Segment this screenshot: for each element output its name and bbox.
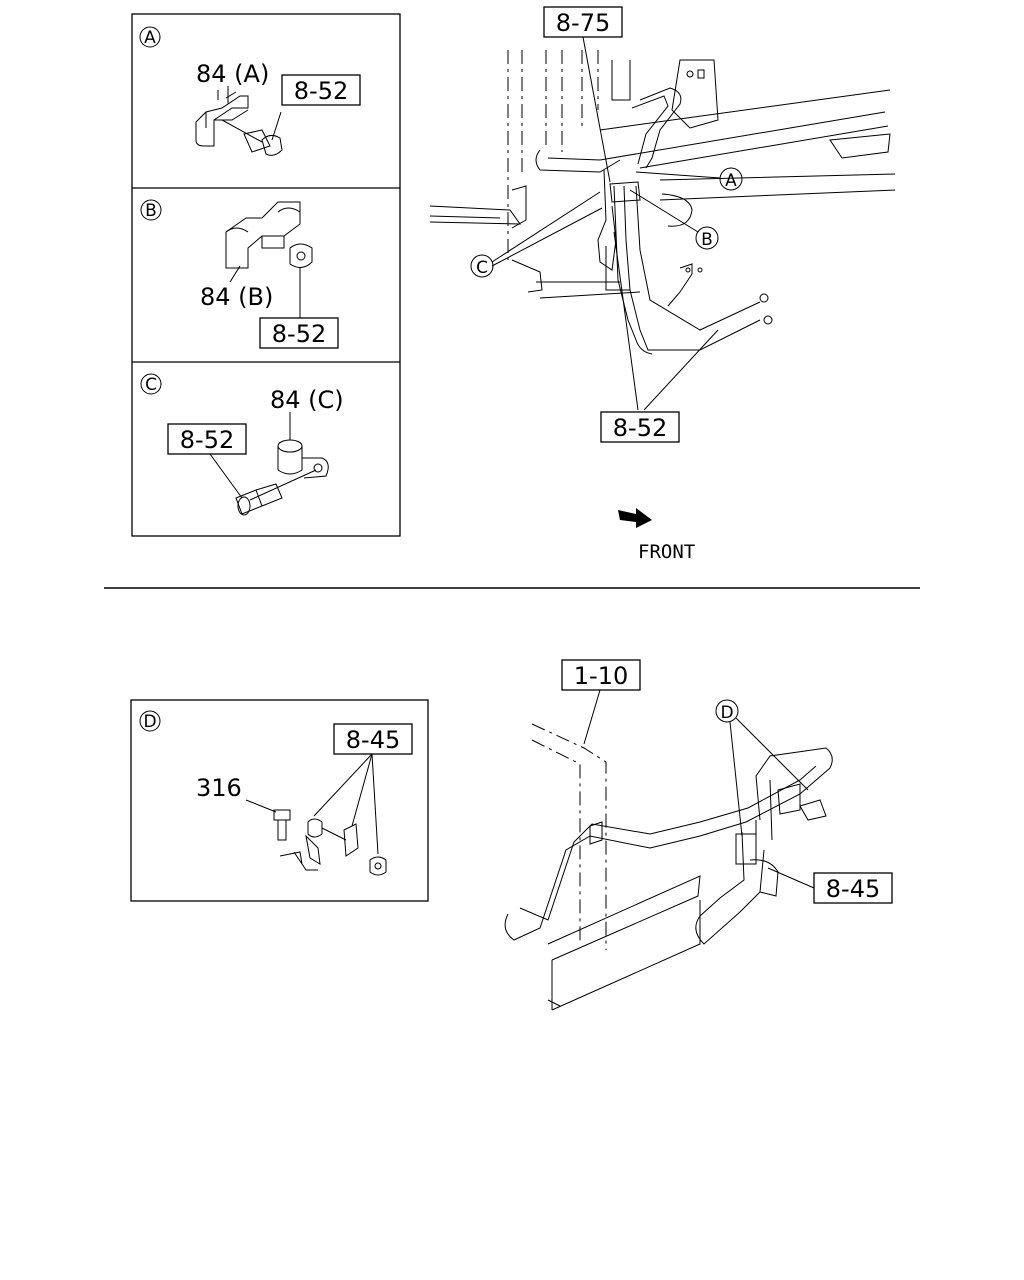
detail-a-marker-circle: [139, 26, 161, 48]
detail-c-ref-box: [167, 423, 247, 455]
clamp-c-drawing: [235, 439, 329, 516]
clamp-a-drawing: [195, 86, 283, 156]
lower-ref-right-box: [813, 872, 893, 904]
front-label: FRONT: [638, 541, 695, 563]
detail-b-marker: B: [145, 201, 157, 221]
lower-ref-top-text: 1-10: [574, 662, 628, 690]
detail-c-marker: C: [145, 375, 157, 395]
detail-b-ref-text: 8-52: [272, 320, 326, 348]
upper-ref-bottom-box: [600, 411, 680, 443]
lower-ref-right-text: 8-45: [826, 875, 880, 903]
clamp-d-drawing: [273, 809, 387, 876]
detail-a: A 84 (A) 8-52: [139, 26, 361, 156]
detail-c-ref-text: 8-52: [180, 426, 234, 454]
detail-b-marker-circle: [140, 199, 162, 221]
chassis-outline: [429, 50, 896, 299]
detail-b-ref-box: [259, 317, 339, 349]
detail-a-part-label: 84 (A): [196, 60, 269, 88]
lower-main-drawing: 1-10 D 8-45: [504, 659, 893, 1011]
ac-pipes: [504, 747, 833, 945]
detail-a-ref-text: 8-52: [294, 77, 348, 105]
detail-c-marker-circle: [140, 373, 162, 395]
detail-d-marker: D: [143, 712, 156, 732]
lower-callout-d: D: [720, 703, 733, 723]
frame-member: [531, 723, 701, 1011]
detail-a-marker: A: [144, 28, 156, 48]
front-arrow-icon: [618, 508, 652, 528]
detail-a-ref-box: [281, 74, 361, 106]
detail-d: D 8-45 316: [130, 699, 429, 902]
upper-callout-c: C: [476, 258, 488, 278]
hoses: [535, 87, 773, 355]
detail-d-marker-circle: [139, 710, 161, 732]
upper-ref-top-text: 8-75: [556, 9, 610, 37]
detail-b-part-label: 84 (B): [200, 283, 273, 311]
detail-panel-stack: [131, 13, 401, 537]
detail-d-bolt-label: 316: [196, 774, 242, 802]
upper-callout-a-circle: [719, 167, 743, 191]
upper-ref-bottom-text: 8-52: [613, 414, 667, 442]
clamp-b-drawing: [225, 201, 313, 269]
lower-ref-top-box: [561, 659, 641, 691]
detail-c-part-label: 84 (C): [270, 386, 344, 414]
detail-b: B 84 (B) 8-52: [140, 199, 339, 349]
upper-callout-b: B: [701, 230, 713, 250]
upper-callout-c-circle: [470, 254, 494, 278]
detail-d-ref-text: 8-45: [346, 726, 400, 754]
upper-main-drawing: 8-75: [429, 6, 896, 563]
lower-callout-d-circle: [715, 699, 739, 723]
detail-c: C 84 (C) 8-52: [140, 373, 344, 516]
upper-callout-b-circle: [695, 226, 719, 250]
upper-callout-a: A: [725, 171, 737, 191]
detail-d-ref-box: [333, 723, 413, 755]
